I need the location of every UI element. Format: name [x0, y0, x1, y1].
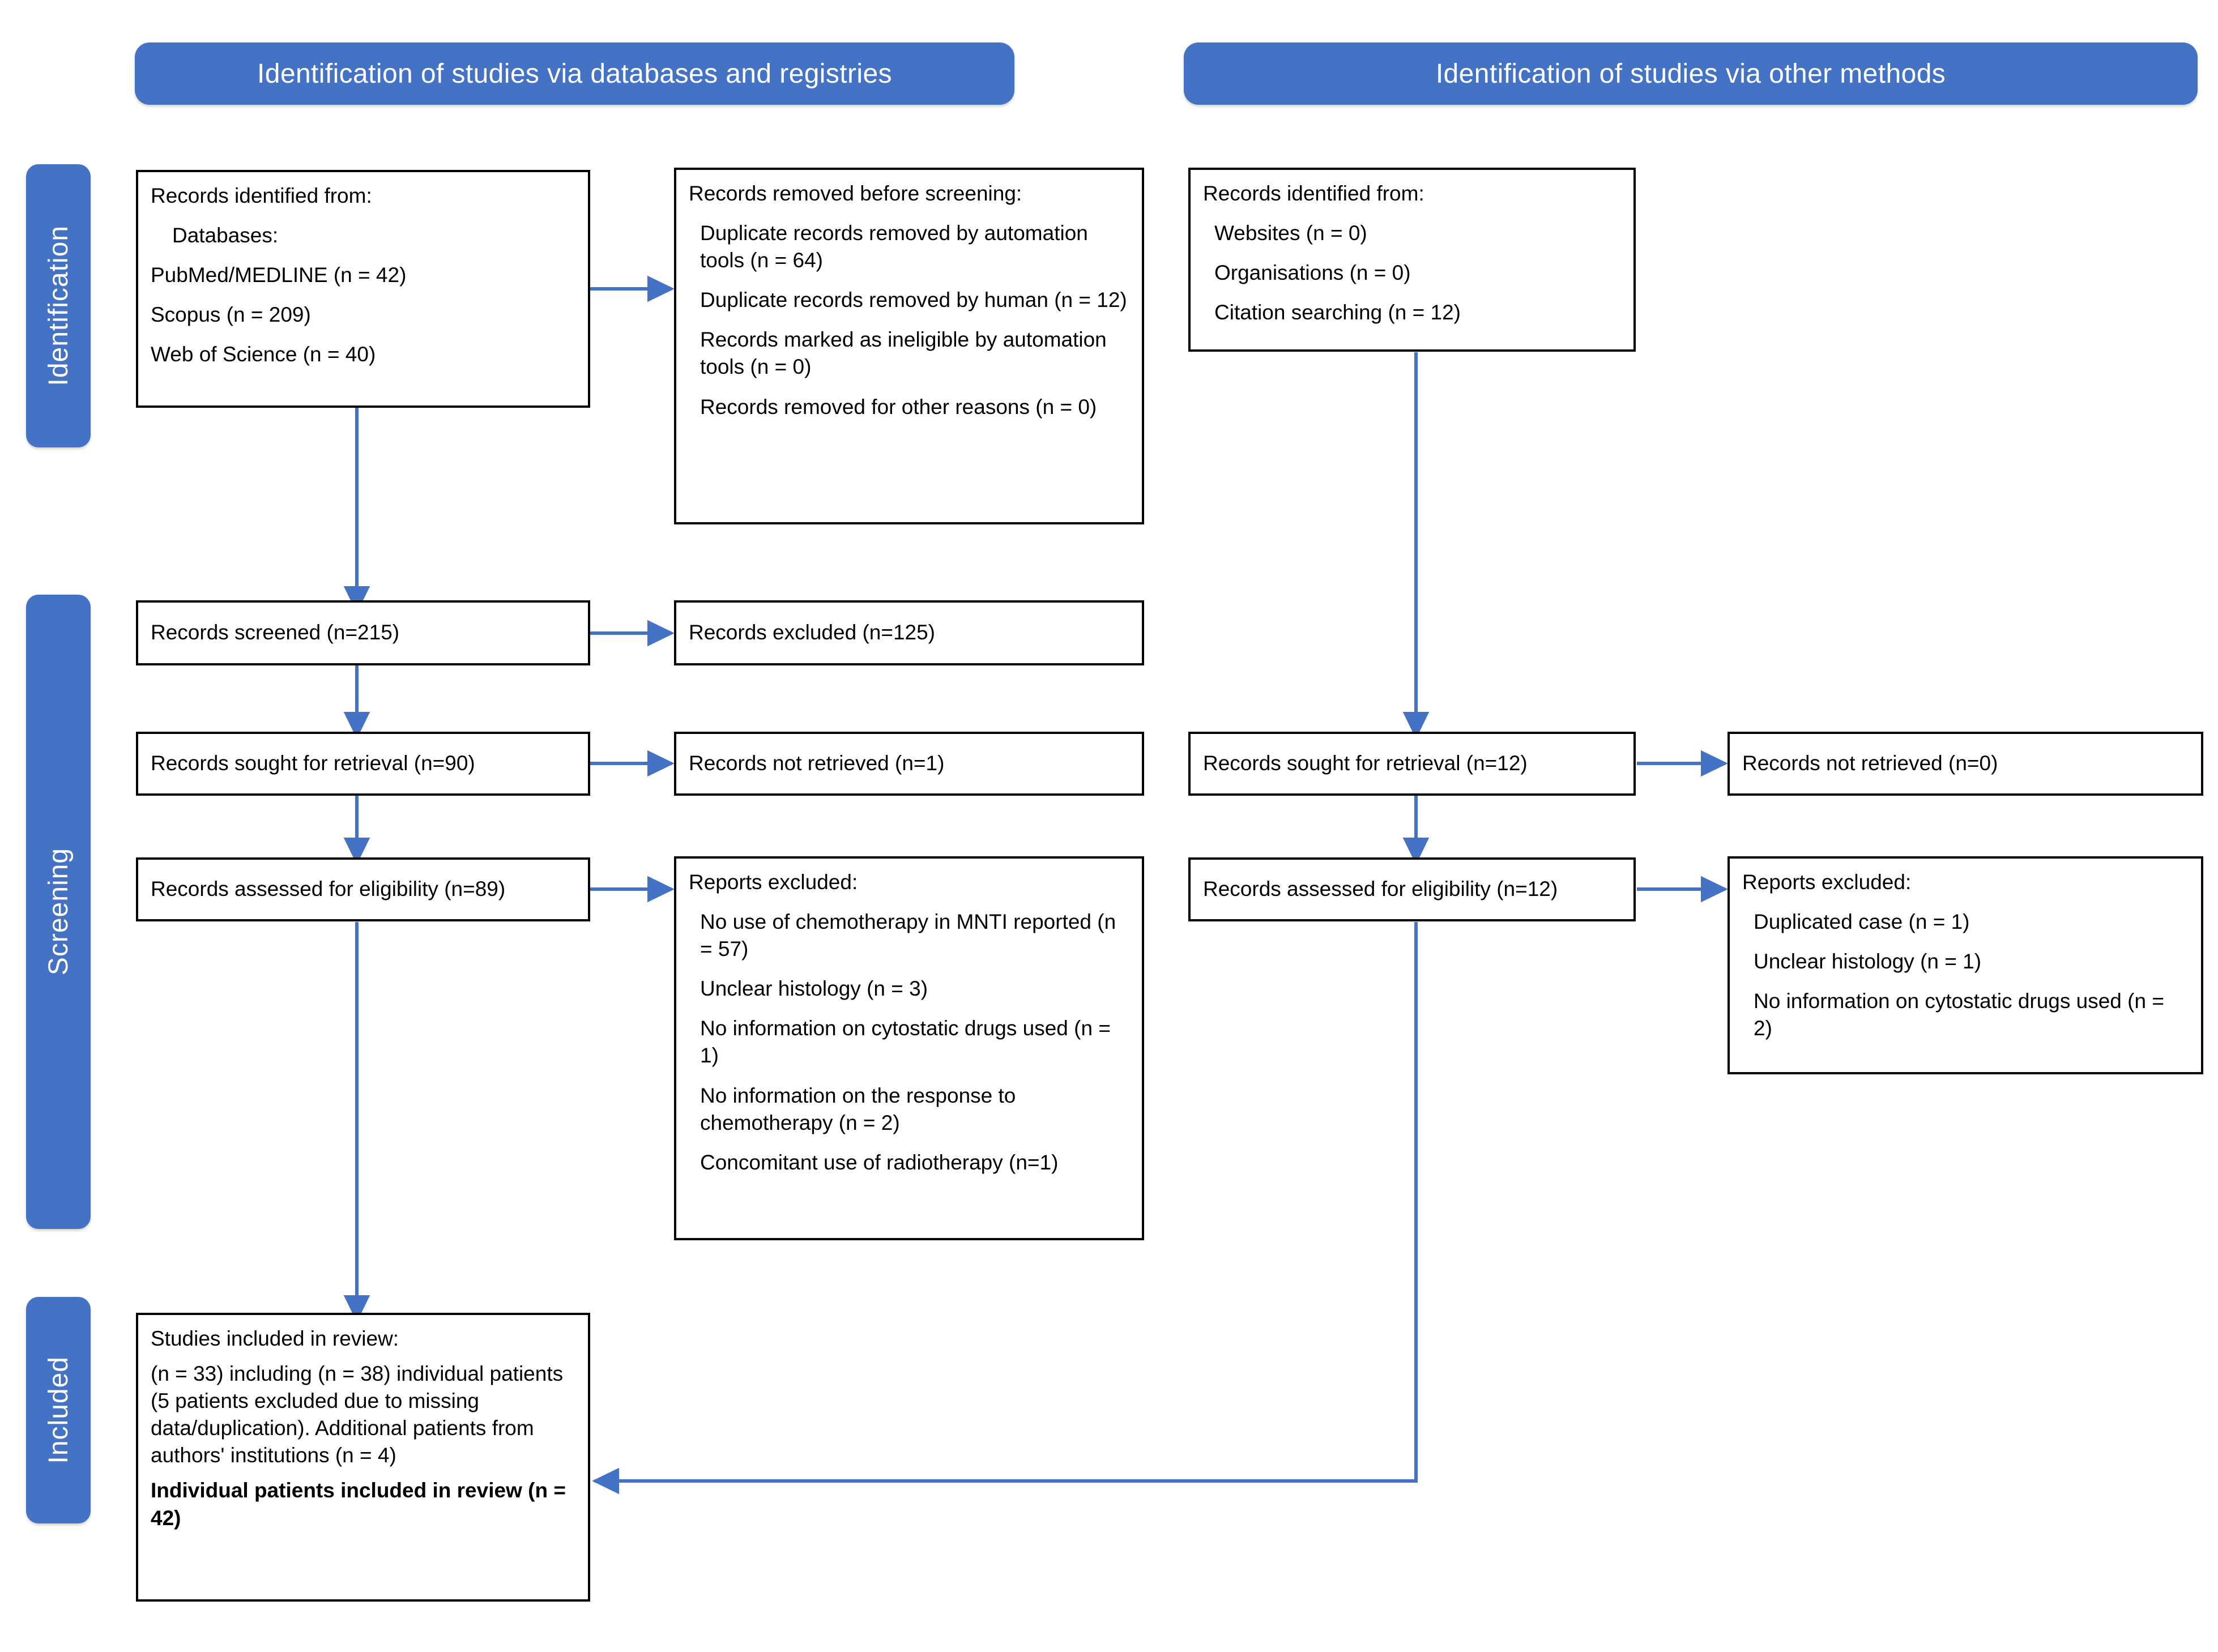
banner-right-other-methods: Identification of studies via other meth…	[1184, 42, 2198, 105]
right-identified-line-0: Websites (n = 0)	[1214, 221, 1367, 245]
left-identified-line-1: PubMed/MEDLINE (n = 42)	[151, 263, 407, 287]
stage-label-identification: Identification	[26, 164, 91, 447]
left-reports-excluded-line-3: No information on the response to chemot…	[700, 1083, 1016, 1134]
banner-left-label: Identification of studies via databases …	[257, 58, 892, 89]
box-right-records-assessed: Records assessed for eligibility (n=12)	[1188, 857, 1636, 921]
right-identified-line-1: Organisations (n = 0)	[1214, 261, 1411, 285]
box-left-records-assessed: Records assessed for eligibility (n=89)	[136, 857, 590, 921]
left-removed-heading: Records removed before screening:	[689, 182, 1022, 205]
right-reports-excluded-heading: Reports excluded:	[1742, 870, 1912, 894]
left-reports-excluded-line-0: No use of chemotherapy in MNTI reported …	[700, 910, 1116, 961]
left-reports-excluded-line-4: Concomitant use of radiotherapy (n=1)	[700, 1150, 1059, 1174]
box-studies-included: Studies included in review: (n = 33) inc…	[136, 1313, 590, 1602]
box-right-records-identified: Records identified from: Websites (n = 0…	[1188, 168, 1636, 352]
included-heading: Studies included in review:	[151, 1327, 399, 1350]
left-removed-line-0: Duplicate records removed by automation …	[700, 221, 1088, 272]
box-left-records-excluded: Records excluded (n=125)	[674, 600, 1144, 665]
right-identified-line-2: Citation searching (n = 12)	[1214, 301, 1461, 325]
right-reports-excluded-line-1: Unclear histology (n = 1)	[1754, 950, 1982, 974]
stage-label-identification-text: Identification	[43, 225, 74, 386]
left-records-not-retrieved-label: Records not retrieved (n=1)	[689, 752, 945, 775]
right-records-not-retrieved-label: Records not retrieved (n=0)	[1742, 752, 1998, 775]
right-reports-excluded-line-0: Duplicated case (n = 1)	[1754, 910, 1970, 934]
box-left-records-sought: Records sought for retrieval (n=90)	[136, 732, 590, 796]
left-reports-excluded-line-1: Unclear histology (n = 3)	[700, 977, 928, 1001]
box-left-records-removed: Records removed before screening: Duplic…	[674, 168, 1144, 524]
box-left-reports-excluded: Reports excluded: No use of chemotherapy…	[674, 856, 1144, 1240]
left-records-assessed-label: Records assessed for eligibility (n=89)	[151, 877, 506, 901]
right-identified-heading: Records identified from:	[1203, 182, 1424, 205]
box-right-records-sought: Records sought for retrieval (n=12)	[1188, 732, 1636, 796]
left-records-excluded-label: Records excluded (n=125)	[689, 621, 936, 644]
left-identified-heading: Records identified from:	[151, 184, 372, 207]
box-right-reports-excluded: Reports excluded: Duplicated case (n = 1…	[1728, 856, 2203, 1074]
left-removed-line-2: Records marked as ineligible by automati…	[700, 328, 1107, 379]
included-emphasis: Individual patients included in review (…	[151, 1479, 566, 1530]
banner-left-databases: Identification of studies via databases …	[135, 42, 1014, 105]
right-records-assessed-label: Records assessed for eligibility (n=12)	[1203, 877, 1558, 901]
left-identified-line-2: Scopus (n = 209)	[151, 303, 311, 327]
stage-label-included-text: Included	[43, 1356, 74, 1464]
left-reports-excluded-line-2: No information on cytostatic drugs used …	[700, 1017, 1111, 1068]
right-records-sought-label: Records sought for retrieval (n=12)	[1203, 752, 1528, 775]
box-left-records-identified: Records identified from: Databases: PubM…	[136, 170, 590, 408]
left-identified-line-0: Databases:	[172, 224, 279, 247]
left-removed-line-1: Duplicate records removed by human (n = …	[700, 288, 1127, 312]
left-removed-line-3: Records removed for other reasons (n = 0…	[700, 395, 1097, 419]
included-body: (n = 33) including (n = 38) individual p…	[151, 1362, 564, 1467]
left-records-screened-label: Records screened (n=215)	[151, 621, 400, 644]
stage-label-screening-text: Screening	[43, 848, 74, 976]
box-right-records-not-retrieved: Records not retrieved (n=0)	[1728, 732, 2203, 796]
banner-right-label: Identification of studies via other meth…	[1435, 58, 1946, 89]
box-left-records-not-retrieved: Records not retrieved (n=1)	[674, 732, 1144, 796]
left-identified-line-3: Web of Science (n = 40)	[151, 343, 376, 366]
box-left-records-screened: Records screened (n=215)	[136, 600, 590, 665]
stage-label-screening: Screening	[26, 595, 91, 1229]
left-records-sought-label: Records sought for retrieval (n=90)	[151, 752, 475, 775]
left-reports-excluded-heading: Reports excluded:	[689, 870, 858, 894]
stage-label-included: Included	[26, 1297, 91, 1523]
right-reports-excluded-line-2: No information on cytostatic drugs used …	[1754, 989, 2164, 1040]
